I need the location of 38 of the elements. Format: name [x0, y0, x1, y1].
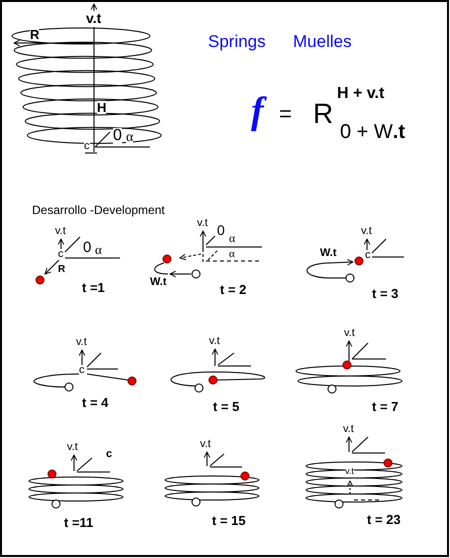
step-label: t = 7 — [372, 400, 398, 413]
step-label: t =1 — [82, 281, 105, 294]
velocity-label: v.t — [67, 442, 78, 453]
center-label: c — [58, 249, 64, 260]
height-label: H — [97, 101, 106, 114]
step-label: t = 5 — [213, 400, 240, 413]
radius-label: R — [58, 265, 66, 275]
center-label: c — [365, 250, 370, 261]
velocity-label: v.t — [209, 336, 220, 347]
vector-label: W.t — [320, 248, 336, 259]
angle-symbol: α — [126, 131, 134, 145]
angle-zero-label: 0 — [83, 240, 92, 255]
title-text: Springs — [208, 33, 266, 50]
radius-label: R — [30, 28, 40, 41]
title-text: Muelles — [293, 33, 352, 50]
step-label: t = 4 — [82, 396, 108, 409]
angle-symbol: α — [229, 249, 235, 260]
velocity-label: v.t — [361, 226, 372, 237]
velocity-label: v.t — [200, 439, 211, 450]
angle-zero-label: 0 — [113, 128, 122, 144]
velocity-label: v.t — [343, 424, 354, 435]
velocity-label: v.t — [86, 11, 102, 25]
center-label: c — [84, 141, 90, 152]
vector-label: W.t — [150, 277, 166, 288]
step-label: t = 15 — [212, 514, 246, 527]
velocity-label: v.t — [76, 337, 87, 348]
step-label: t = 3 — [372, 287, 398, 300]
velocity-label: v.t — [197, 218, 208, 229]
step-label: t =11 — [64, 516, 94, 529]
center-label: c — [106, 449, 112, 460]
step-label: t = 23 — [367, 513, 401, 526]
center-label: c — [79, 365, 84, 376]
angle-zero-label: 0 — [217, 223, 225, 237]
step-label: t = 2 — [220, 283, 246, 296]
velocity-label: v.t — [55, 226, 66, 237]
section-heading: Desarrollo -Development — [32, 204, 165, 216]
velocity-label: v.t — [344, 328, 355, 339]
velocity-label: v.t — [345, 467, 354, 476]
